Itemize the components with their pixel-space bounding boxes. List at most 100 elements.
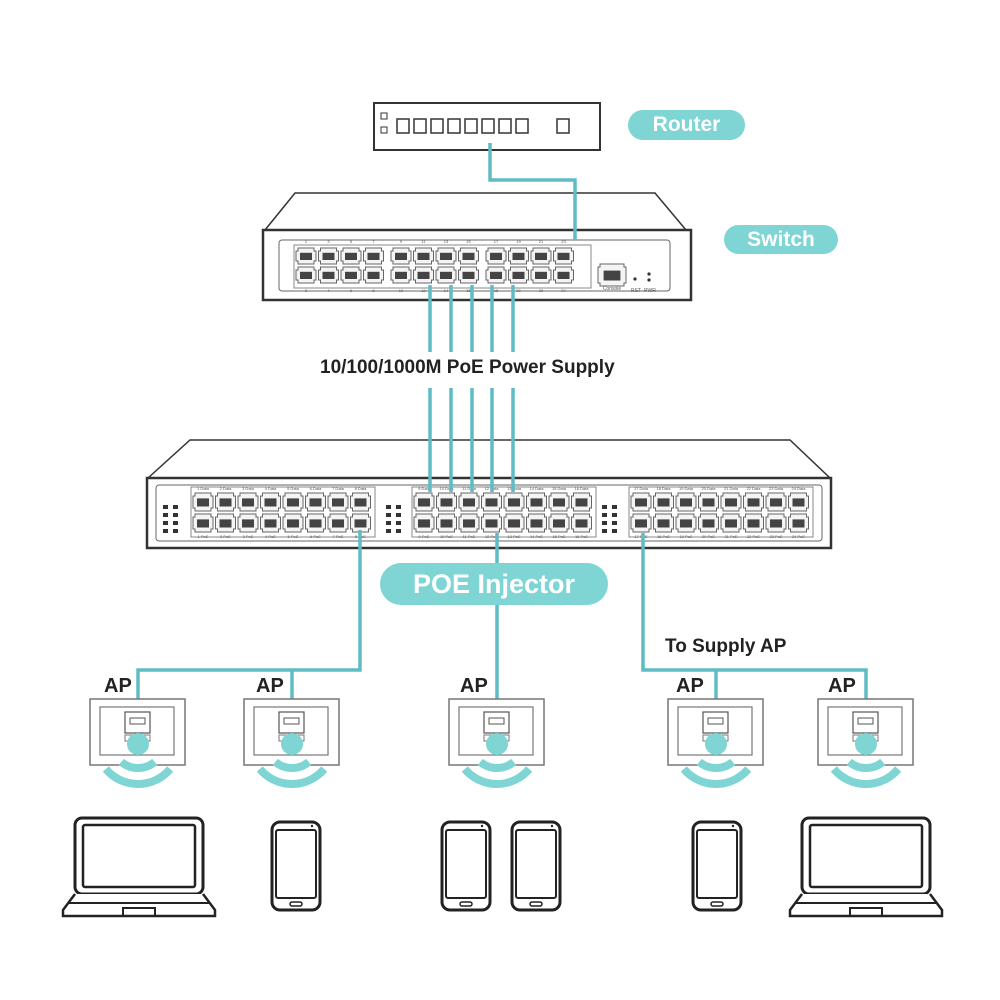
injector-port-label: 11 Data xyxy=(462,486,476,491)
port-contacts xyxy=(725,519,737,528)
injector-top-face xyxy=(146,439,832,479)
router-port xyxy=(515,118,529,134)
injector-led xyxy=(602,505,607,509)
port-contacts xyxy=(264,519,277,528)
smartphone-camera xyxy=(480,824,484,828)
port-contacts xyxy=(530,498,543,507)
port-contacts xyxy=(219,498,232,507)
switch-port-number: 15 xyxy=(466,239,471,244)
switch-port-number: 3 xyxy=(327,239,330,244)
smartphone-home-button xyxy=(459,901,473,907)
router-label: Router xyxy=(628,110,745,140)
injector-port-label: 14 Data xyxy=(529,486,544,491)
port-contacts xyxy=(508,519,520,528)
router-port xyxy=(413,118,427,134)
port-contacts xyxy=(680,519,692,528)
port-contacts xyxy=(557,252,570,260)
injector-led xyxy=(386,505,391,509)
injector-led xyxy=(612,521,617,525)
port-contacts xyxy=(657,498,670,507)
injector-port-label: 2 Data xyxy=(220,486,233,491)
smartphone-screen xyxy=(696,829,738,899)
wifi-signal-icon xyxy=(102,766,174,788)
port-contacts xyxy=(345,271,357,279)
port-contacts xyxy=(395,271,407,279)
port-contacts xyxy=(702,519,715,528)
switch-led xyxy=(647,278,651,282)
access-point-face xyxy=(458,706,534,756)
injector-to-ap-cable xyxy=(136,530,362,716)
switch-port-number: 23 xyxy=(561,239,566,244)
port-contacts xyxy=(440,252,452,260)
injector-port-label: 1 PoE xyxy=(198,534,209,539)
injector-led xyxy=(602,513,607,517)
switch-port-number: 10 xyxy=(399,288,404,293)
port-contacts xyxy=(345,252,357,260)
port-contacts xyxy=(300,252,312,260)
port-contacts xyxy=(530,519,543,528)
injector-led xyxy=(173,521,178,525)
to-supply-ap-label: To Supply AP xyxy=(665,636,787,657)
router-to-switch-cable xyxy=(488,143,577,240)
switch-port-number: 6 xyxy=(350,288,353,293)
ethernet-port-contacts xyxy=(129,717,146,725)
port-contacts xyxy=(603,270,621,281)
switch-port-number: 16 xyxy=(466,288,471,293)
poe-injector-label: POE Injector xyxy=(380,563,608,605)
ap-label: AP xyxy=(256,675,284,697)
ethernet-port-icon xyxy=(278,711,305,734)
port-contacts xyxy=(242,519,254,528)
port-contacts xyxy=(367,252,380,260)
injector-led xyxy=(386,521,391,525)
injector-led xyxy=(612,513,617,517)
port-contacts xyxy=(354,498,367,507)
port-contacts xyxy=(462,271,475,279)
injector-port-label: 5 PoE xyxy=(288,534,299,539)
port-contacts xyxy=(535,271,547,279)
injector-port-label: 5 Data xyxy=(287,486,300,491)
port-contacts xyxy=(657,519,670,528)
port-contacts xyxy=(309,498,322,507)
port-contacts xyxy=(557,271,570,279)
switch-port-number: 4 xyxy=(327,288,330,293)
injector-port-label: 4 Data xyxy=(265,486,278,491)
smartphone-screen xyxy=(445,829,487,899)
port-contacts xyxy=(485,498,498,507)
injector-port-label: 10 PoE xyxy=(440,534,453,539)
port-contacts xyxy=(508,498,520,507)
injector-to-ap-cable xyxy=(641,533,868,716)
laptop-screen xyxy=(808,823,924,889)
smartphone-screen xyxy=(275,829,317,899)
smartphone-screen xyxy=(515,829,557,899)
injector-port-label: 20 Data xyxy=(701,486,716,491)
injector-port-label: 21 Data xyxy=(724,486,739,491)
switch-console-label: Console xyxy=(603,286,622,292)
wifi-signal-icon xyxy=(680,766,752,788)
laptop-base xyxy=(61,893,217,918)
wifi-signal-icon xyxy=(118,758,158,772)
port-contacts xyxy=(354,519,367,528)
port-contacts xyxy=(440,519,453,528)
injector-port-label: 24 Data xyxy=(791,486,806,491)
switch-led xyxy=(647,272,651,276)
port-contacts xyxy=(418,498,430,507)
port-contacts xyxy=(440,498,453,507)
injector-port-label: 18 Data xyxy=(656,486,671,491)
ethernet-port-contacts xyxy=(707,717,724,725)
ap-label: AP xyxy=(676,675,704,697)
laptop-screen xyxy=(81,823,197,889)
injector-port-label: 9 PoE xyxy=(419,534,430,539)
port-contacts xyxy=(490,271,502,279)
router-led xyxy=(380,126,388,134)
port-contacts xyxy=(635,498,647,507)
switch-port-number: 11 xyxy=(421,239,426,244)
port-contacts xyxy=(463,498,475,507)
port-contacts xyxy=(490,252,502,260)
port-contacts xyxy=(575,519,588,528)
port-contacts xyxy=(512,252,525,260)
injector-led xyxy=(386,529,391,533)
port-contacts xyxy=(242,498,254,507)
injector-port-label: 17 Data xyxy=(634,486,649,491)
switch-port-number: 7 xyxy=(372,239,375,244)
